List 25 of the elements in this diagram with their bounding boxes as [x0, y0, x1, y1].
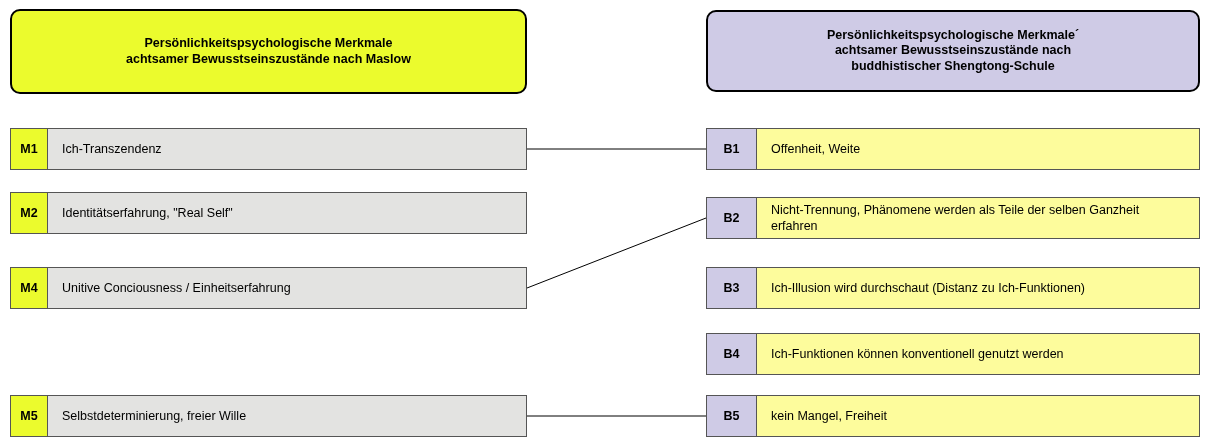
connector-line: [526, 415, 707, 417]
description-cell: Ich-Funktionen können konventionell genutzt werden: [757, 333, 1200, 375]
code-cell: M1: [10, 128, 48, 170]
header-box: [10, 9, 527, 94]
description-cell: Offenheit, Weite: [757, 128, 1200, 170]
code-cell: B3: [706, 267, 757, 309]
code-cell: M2: [10, 192, 48, 234]
description-cell: Unitive Conciousness / Einheitserfahrung: [48, 267, 527, 309]
connector-line: [526, 148, 707, 150]
description-cell: Nicht-Trennung, Phänomene werden als Teile der selben Ganzheit erfahren: [757, 197, 1200, 239]
code-cell: B4: [706, 333, 757, 375]
header-text: Persönlichkeitspsychologische Merkmale achtsamer Bewusstseinszustände nach Maslow: [125, 35, 412, 68]
description-cell: Ich-Transzendenz: [48, 128, 527, 170]
code-cell: M4: [10, 267, 48, 309]
description-cell: Ich-Illusion wird durchschaut (Distanz zu Ich-Funktionen): [757, 267, 1200, 309]
code-cell: M5: [10, 395, 48, 437]
description-cell: Selbstdeterminierung, freier Wille: [48, 395, 527, 437]
description-cell: Identitätserfahrung, "Real Self": [48, 192, 527, 234]
code-cell: B1: [706, 128, 757, 170]
description-cell: kein Mangel, Freiheit: [757, 395, 1200, 437]
connector-line: [526, 217, 707, 289]
code-cell: B5: [706, 395, 757, 437]
code-cell: B2: [706, 197, 757, 239]
header-text: Persönlichkeitspsychologische Merkmale´ achtsamer Bewusstseinszustände nach buddhistischer Shengtong-Schule: [825, 27, 1081, 75]
header-box: [706, 10, 1200, 92]
